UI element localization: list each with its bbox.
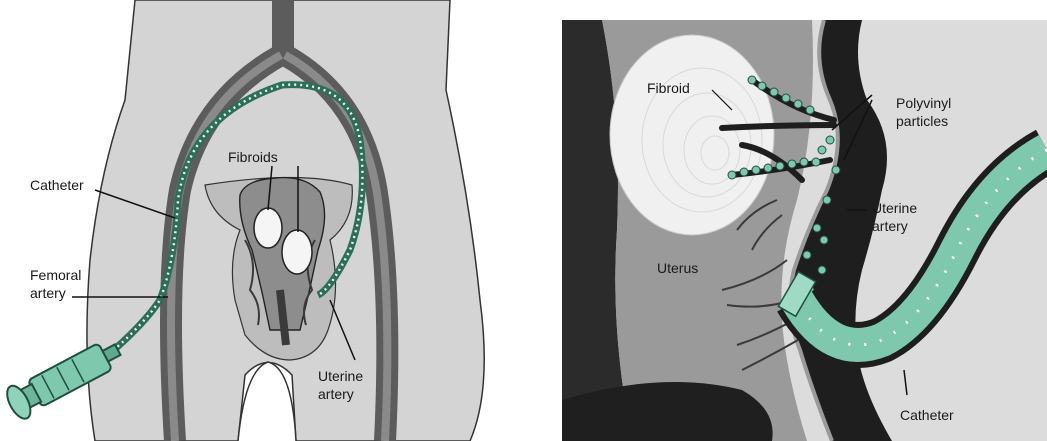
label-femoral-1: Femoral [30, 267, 81, 283]
label-polyvinyl-1: Polyvinyl [896, 95, 951, 111]
overview-svg: Fibroids Catheter Femoral artery Uterine… [0, 0, 520, 441]
label-fibroid: Fibroid [647, 80, 690, 96]
label-uterine-1: Uterine [318, 368, 363, 384]
fibroid [610, 35, 774, 235]
label-uterine-1: Uterine [872, 200, 917, 216]
fibroid-2 [282, 230, 312, 274]
label-uterine-2: artery [318, 386, 354, 402]
label-uterus: Uterus [657, 260, 698, 276]
label-uterine-2: artery [872, 218, 908, 234]
closeup-illustration: Fibroid Polyvinyl particles Uterine arte… [562, 0, 1047, 441]
label-femoral-2: artery [30, 285, 66, 301]
label-fibroids: Fibroids [228, 149, 278, 165]
overview-illustration: Fibroids Catheter Femoral artery Uterine… [0, 0, 520, 441]
label-catheter: Catheter [30, 177, 84, 193]
label-catheter: Catheter [900, 407, 954, 423]
label-polyvinyl-2: particles [896, 113, 948, 129]
closeup-svg: Fibroid Polyvinyl particles Uterine arte… [562, 0, 1047, 441]
fibroid-1 [254, 208, 282, 248]
